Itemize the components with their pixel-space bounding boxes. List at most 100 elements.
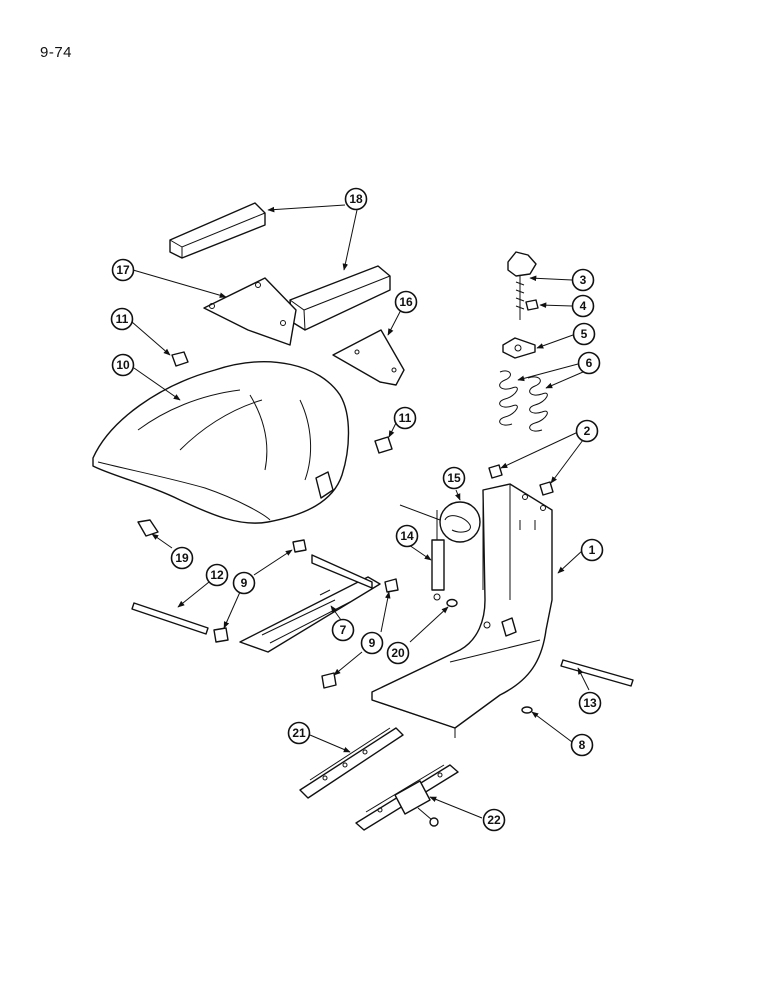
svg-text:1: 1 [589, 543, 596, 557]
nut-lower [374, 436, 393, 454]
leader-1 [557, 549, 584, 574]
gas-strut [431, 510, 445, 601]
svg-text:17: 17 [116, 263, 130, 277]
mounting-bracket [203, 277, 297, 346]
leader-3 [529, 275, 573, 282]
leader-14 [408, 544, 432, 561]
page-number: 9-74 [40, 44, 73, 61]
leader-22 [429, 796, 483, 819]
leader-18b [342, 209, 358, 271]
svg-text:13: 13 [583, 696, 597, 710]
callout-12: 12 [205, 563, 229, 587]
leader-13 [577, 667, 590, 691]
svg-text:3: 3 [580, 273, 587, 287]
tension-springs [499, 370, 548, 432]
leader-20 [409, 606, 449, 643]
leader-9a [253, 549, 293, 576]
washer [446, 598, 458, 608]
svg-text:11: 11 [399, 411, 412, 425]
svg-text:15: 15 [447, 471, 461, 485]
leader-10 [133, 367, 181, 401]
leader-2b [550, 439, 584, 484]
svg-text:5: 5 [581, 327, 588, 341]
svg-text:21: 21 [292, 726, 306, 740]
leader-15 [455, 489, 461, 501]
nut-upper [171, 351, 189, 367]
callout-10: 10 [111, 353, 135, 377]
svg-text:6: 6 [586, 356, 593, 370]
bushing-9-lower [321, 672, 337, 689]
svg-text:8: 8 [579, 738, 586, 752]
callout-13: 13 [578, 691, 602, 715]
plug [521, 706, 533, 714]
cushion-pad-left [169, 202, 266, 259]
small-bracket [332, 329, 405, 386]
callout-8: 8 [570, 733, 594, 757]
leader-19 [151, 533, 173, 549]
svg-text:9: 9 [369, 636, 376, 650]
leader-12 [177, 577, 215, 608]
svg-text:16: 16 [399, 295, 413, 309]
callout-14: 14 [395, 524, 419, 548]
svg-text:10: 10 [116, 358, 130, 372]
leader-17 [132, 269, 227, 298]
adjusting-knob-screw [507, 251, 537, 320]
seat-support-bracket [371, 483, 553, 738]
pivot-pin-left [131, 602, 209, 635]
svg-text:4: 4 [580, 299, 587, 313]
leader-9c [380, 591, 391, 633]
callout-11a: 11 [110, 307, 134, 331]
slide-rail-left [299, 727, 404, 799]
callout-9b: 9 [360, 631, 384, 655]
leader-4 [539, 302, 573, 308]
leader-9b [223, 591, 241, 629]
callout-17: 17 [111, 258, 135, 282]
callout-5: 5 [572, 322, 596, 346]
svg-text:19: 19 [175, 551, 189, 565]
callout-3: 3 [571, 268, 595, 292]
leader-6b [545, 371, 584, 389]
leader-7 [330, 605, 342, 621]
callout-9a: 9 [232, 571, 256, 595]
svg-text:14: 14 [400, 529, 414, 543]
leader-18a [267, 204, 346, 213]
callout-1: 1 [580, 538, 604, 562]
bushing-right [539, 481, 554, 496]
svg-text:7: 7 [340, 623, 347, 637]
leader-9d [333, 651, 363, 676]
callout-19: 19 [170, 546, 194, 570]
callout-2: 2 [575, 419, 599, 443]
callout-6: 6 [577, 351, 601, 375]
callout-4: 4 [571, 294, 595, 318]
suspension-link-frame [239, 554, 381, 653]
cushion-pad-right [289, 265, 391, 331]
svg-text:20: 20 [391, 646, 405, 660]
callout-7: 7 [331, 618, 355, 642]
slide-rail-right [355, 764, 459, 831]
svg-text:22: 22 [487, 813, 501, 827]
svg-text:18: 18 [349, 192, 363, 206]
pivot-pin-right [560, 659, 634, 687]
small-clip [137, 519, 159, 537]
bushing-9-upper [292, 539, 307, 553]
callout-15: 15 [442, 466, 466, 490]
leader-6a [517, 363, 579, 382]
svg-text:9: 9 [241, 576, 248, 590]
leader-2a [500, 431, 579, 469]
callout-21: 21 [287, 721, 311, 745]
callout-11b: 11 [393, 406, 417, 430]
callout-16: 16 [394, 290, 418, 314]
callout-22: 22 [482, 808, 506, 832]
bushing-9-left [213, 627, 229, 643]
leader-21 [309, 734, 351, 753]
leader-5 [536, 334, 574, 349]
svg-text:11: 11 [116, 312, 129, 326]
seat-pan [92, 361, 350, 524]
leader-8 [531, 711, 573, 743]
adjuster-nut [525, 299, 539, 311]
clevis-pin-detail [399, 501, 481, 543]
svg-text:2: 2 [584, 424, 591, 438]
bushing-9-right [384, 578, 399, 593]
callout-18: 18 [344, 187, 368, 211]
